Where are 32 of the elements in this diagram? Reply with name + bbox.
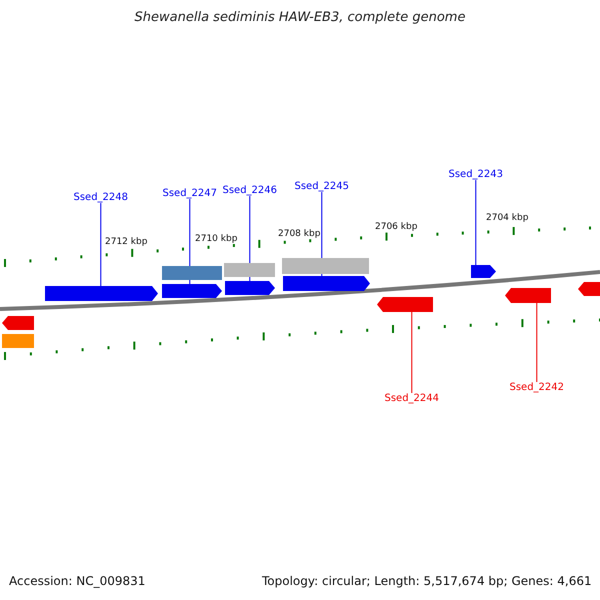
gene-label: Ssed_2242 xyxy=(510,382,564,393)
gene-bar xyxy=(224,263,275,277)
scale-label: 2704 kbp xyxy=(486,213,528,223)
gene-feature xyxy=(578,282,600,296)
scale-label: 2712 kbp xyxy=(105,237,148,247)
leader-line xyxy=(411,312,412,394)
gene-feature xyxy=(2,316,34,330)
accession-text: Accession: NC_009831 xyxy=(9,574,146,588)
gene-feature xyxy=(283,276,370,291)
scale-label: 2708 kbp xyxy=(278,229,320,239)
scale-label: 2710 kbp xyxy=(195,234,238,244)
gene-feature xyxy=(471,265,496,278)
gene-label: Ssed_2243 xyxy=(448,169,504,180)
title: Shewanella sediminis HAW-EB3, complete genome xyxy=(134,10,466,25)
gene-bar xyxy=(282,258,369,274)
gene-feature xyxy=(162,284,222,298)
gene-label: Ssed_2244 xyxy=(384,393,440,404)
gene-label: Ssed_2246 xyxy=(222,185,278,196)
gene-feature xyxy=(45,286,158,301)
leader-line xyxy=(100,202,102,286)
gene-bar xyxy=(162,266,222,280)
gene-label: Ssed_2245 xyxy=(294,181,350,192)
gene-feature xyxy=(505,288,551,303)
leader-line xyxy=(536,302,538,382)
gene-label: Ssed_2247 xyxy=(162,188,218,199)
gene-bar xyxy=(2,334,34,348)
leader-line xyxy=(475,180,476,266)
gene-feature xyxy=(225,281,275,295)
scale-label: 2706 kbp xyxy=(375,222,418,232)
gene-label: Ssed_2248 xyxy=(74,192,128,203)
genome-info-text: Topology: circular; Length: 5,517,674 bp; Genes: 4,661 xyxy=(262,574,592,588)
gene-feature xyxy=(377,297,433,312)
